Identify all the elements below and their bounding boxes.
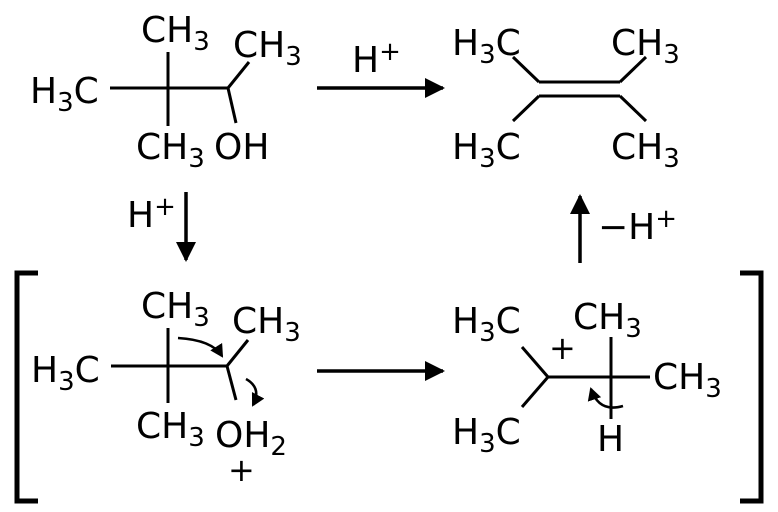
bond-line — [520, 376, 550, 408]
carbocation-methyl-right-label: CH3 — [653, 357, 722, 404]
carbocation-hydrogen-label: H — [597, 419, 624, 460]
right-deprotonation-arrow: −H+ — [570, 194, 677, 263]
intermediate1-oh2-label: OH2 — [215, 415, 287, 462]
reactant-structure: CH3 CH3 H3C CH3 OH — [30, 10, 302, 174]
bond-line — [511, 55, 541, 84]
product-structure: H3C CH3 H3C CH3 — [452, 23, 680, 174]
bond-line — [618, 94, 648, 123]
product-h3c-topleft-label: H3C — [452, 23, 521, 70]
intermediate1-methyl-top-label: CH3 — [232, 301, 301, 348]
product-h3c-bottomleft-label: H3C — [452, 127, 521, 174]
reactant-methyl-bottom-label: CH3 — [136, 127, 205, 174]
methyl-shift-curved-arrow — [177, 336, 224, 358]
reactant-hydroxyl-label: OH — [214, 127, 269, 168]
bracket-left — [14, 270, 38, 504]
intermediate-brackets — [14, 270, 764, 504]
bond-line — [618, 55, 648, 84]
intermediate1-methyl-bottom-label: CH3 — [136, 406, 205, 453]
carbocation-structure: H3C CH3 + H3C CH3 H — [452, 297, 722, 460]
left-protonation-arrow: H+ — [127, 192, 196, 262]
product-methyl-blue-label: CH3 — [611, 23, 680, 70]
bracket-right — [740, 270, 764, 504]
intermediate1-h3c-label: H3C — [31, 350, 100, 397]
water-leaving-curved-arrow — [245, 377, 265, 407]
intermediate1-methyl-blue-label: CH3 — [141, 286, 210, 333]
c-h-bond-curved-arrow — [587, 387, 624, 409]
intermediate-protonated-structure: CH3 CH3 H3C CH3 OH2 + — [31, 286, 301, 489]
reactant-h3c-label: H3C — [30, 71, 99, 118]
product-methyl-bottomright-label: CH3 — [611, 127, 680, 174]
bond-line — [520, 346, 550, 378]
oxygen-positive-charge: + — [228, 451, 255, 489]
carbocation-h3c-bottom-label: H3C — [452, 412, 521, 459]
minus-hplus-label: −H+ — [598, 204, 677, 248]
bond-line — [511, 94, 541, 123]
bond-line — [225, 365, 238, 401]
hplus-top-label: H+ — [352, 37, 401, 81]
top-reaction-arrow: H+ — [317, 37, 445, 98]
carbocation-positive-charge: + — [549, 329, 576, 367]
carbocation-h3c-top-label: H3C — [452, 301, 521, 348]
reactant-methyl-top-label: CH3 — [233, 25, 302, 72]
bond-line — [225, 339, 250, 367]
hplus-left-label: H+ — [127, 192, 176, 236]
bond-line — [226, 61, 251, 89]
reactant-methyl-blue-label: CH3 — [141, 10, 210, 57]
bond-line — [226, 87, 238, 124]
carbocation-methyl-blue-label: CH3 — [573, 297, 642, 344]
